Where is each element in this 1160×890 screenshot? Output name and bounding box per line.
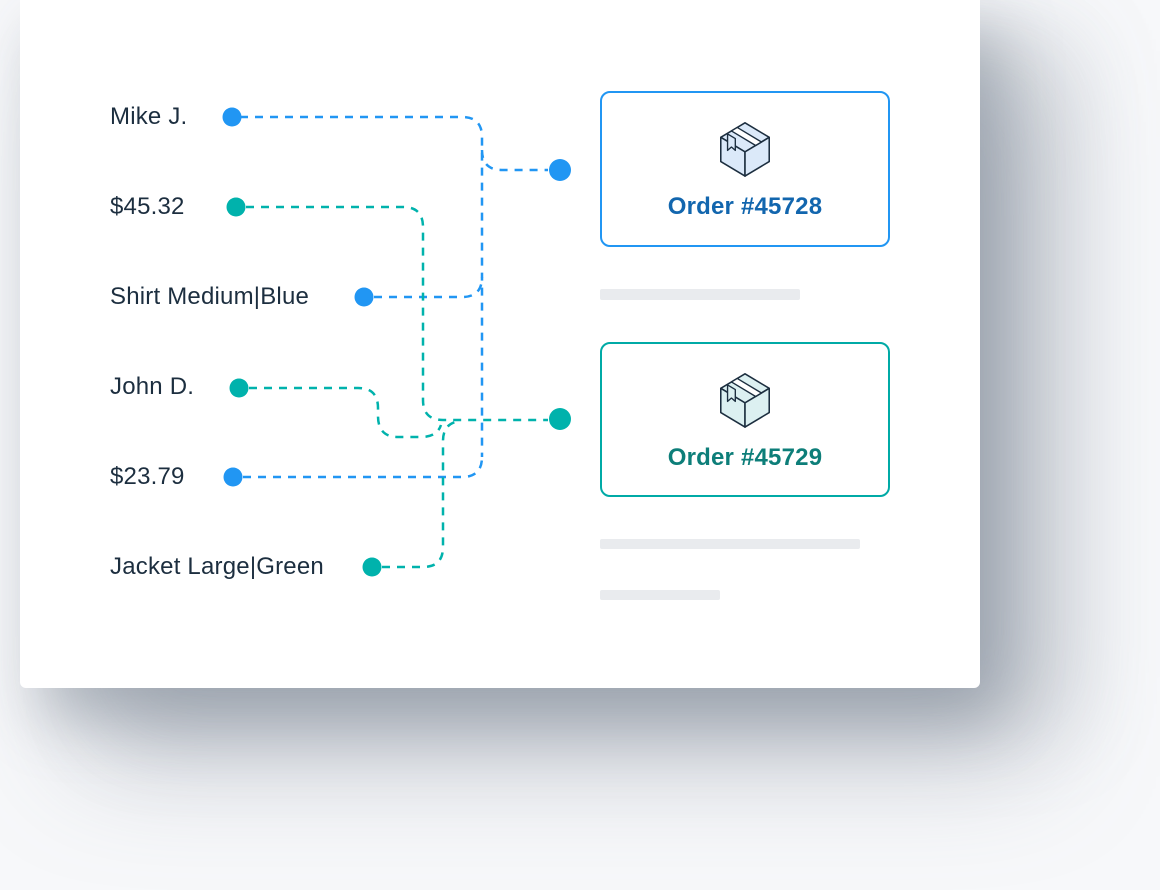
package-box-icon: [720, 372, 770, 428]
field-label-item-1: Shirt Medium|Blue: [110, 283, 310, 310]
field-label-item-2: Jacket Large|Green: [110, 553, 324, 580]
field-label-price-1: $45.32: [110, 193, 185, 220]
field-label-price-2: $23.79: [110, 463, 185, 490]
order-title-1: Order #45728: [667, 193, 823, 220]
order-card-2: Order #45729: [600, 342, 890, 497]
order-title-2: Order #45729: [667, 443, 823, 471]
placeholder-bar: [600, 289, 800, 300]
package-box-icon: [720, 122, 770, 177]
order-card-1: Order #45728: [600, 91, 890, 247]
placeholder-bar: [600, 590, 720, 600]
placeholder-bar: [600, 539, 860, 549]
field-label-customer-1: Mike J.: [110, 103, 188, 130]
field-label-customer-2: John D.: [110, 373, 195, 400]
